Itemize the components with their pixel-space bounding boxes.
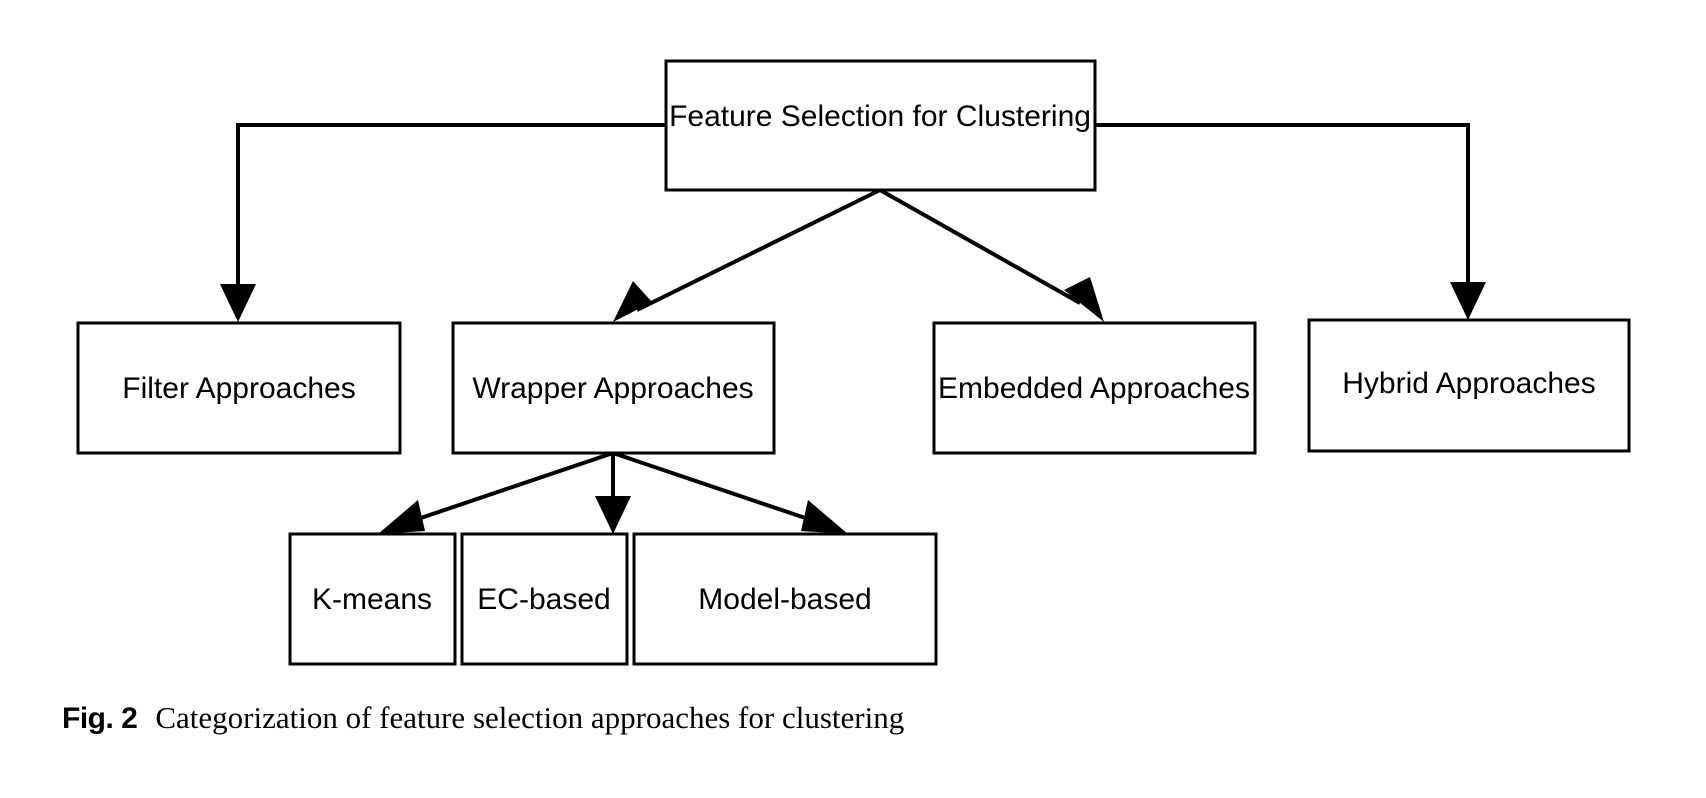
edge-root-to-filter-line: [236, 123, 666, 300]
node-ec-based-box[interactable]: [460, 532, 629, 666]
edge-root-to-hybrid: [1095, 123, 1486, 320]
edge-root-to-embedded: [879, 188, 1104, 322]
connector-layer: [220, 123, 1486, 534]
edge-wrapper-to-modelbased: [612, 451, 848, 534]
node-ec-based-label: EC-based: [477, 583, 610, 616]
node-embedded-approaches-label: Embedded Approaches: [938, 372, 1250, 405]
node-root-label: Feature Selection for Clustering: [669, 100, 1091, 133]
edge-wrapper-to-modelbased-arrowhead: [801, 500, 848, 534]
node-hybrid-approaches[interactable]: Hybrid Approaches: [1307, 318, 1631, 453]
edge-wrapper-to-ecbased-arrowhead: [595, 496, 631, 534]
node-embedded-approaches-box[interactable]: [932, 321, 1257, 455]
edge-root-to-hybrid-arrowhead: [1450, 282, 1486, 320]
node-model-based-label: Model-based: [698, 583, 871, 616]
edge-root-to-wrapper-arrowhead: [613, 281, 652, 322]
node-k-means-label: K-means: [312, 583, 432, 616]
edge-wrapper-to-ecbased: [595, 453, 631, 534]
figure-caption-text: Categorization of feature selection appr…: [155, 700, 905, 735]
node-model-based-box[interactable]: [632, 532, 938, 666]
edge-root-to-wrapper-line: [636, 188, 881, 312]
edge-root-to-embedded-line: [879, 188, 1081, 305]
node-feature-selection-for-clustering[interactable]: Feature Selection for Clustering: [664, 59, 1097, 192]
node-filter-approaches[interactable]: Filter Approaches: [76, 321, 402, 455]
edge-root-to-hybrid-line: [1095, 123, 1470, 298]
node-filter-approaches-box[interactable]: [76, 321, 402, 455]
node-k-means-box[interactable]: [288, 532, 457, 666]
edge-root-to-wrapper: [613, 188, 881, 322]
figure-caption-label: Fig. 2: [62, 702, 138, 735]
node-hybrid-approaches-box[interactable]: [1307, 318, 1631, 453]
edge-root-to-filter-arrowhead: [220, 284, 256, 322]
edge-wrapper-to-modelbased-line: [612, 451, 821, 525]
node-hybrid-approaches-label: Hybrid Approaches: [1342, 367, 1595, 400]
node-embedded-approaches[interactable]: Embedded Approaches: [932, 321, 1257, 455]
figure-caption: Fig. 2 Categorization of feature selectio…: [62, 700, 1462, 736]
edge-wrapper-to-kmeans-arrowhead: [378, 500, 425, 534]
node-ec-based[interactable]: EC-based: [460, 532, 629, 666]
node-filter-approaches-label: Filter Approaches: [122, 372, 355, 405]
node-root-box[interactable]: [664, 59, 1097, 192]
node-k-means[interactable]: K-means: [288, 532, 457, 666]
node-wrapper-approaches[interactable]: Wrapper Approaches: [451, 321, 776, 455]
node-wrapper-approaches-box[interactable]: [451, 321, 776, 455]
edge-wrapper-to-kmeans-line: [405, 451, 614, 525]
node-model-based[interactable]: Model-based: [632, 532, 938, 666]
edge-root-to-filter: [220, 123, 666, 322]
edge-wrapper-to-kmeans: [378, 451, 614, 534]
edge-root-to-embedded-arrowhead: [1064, 277, 1104, 322]
node-wrapper-approaches-label: Wrapper Approaches: [472, 372, 753, 405]
